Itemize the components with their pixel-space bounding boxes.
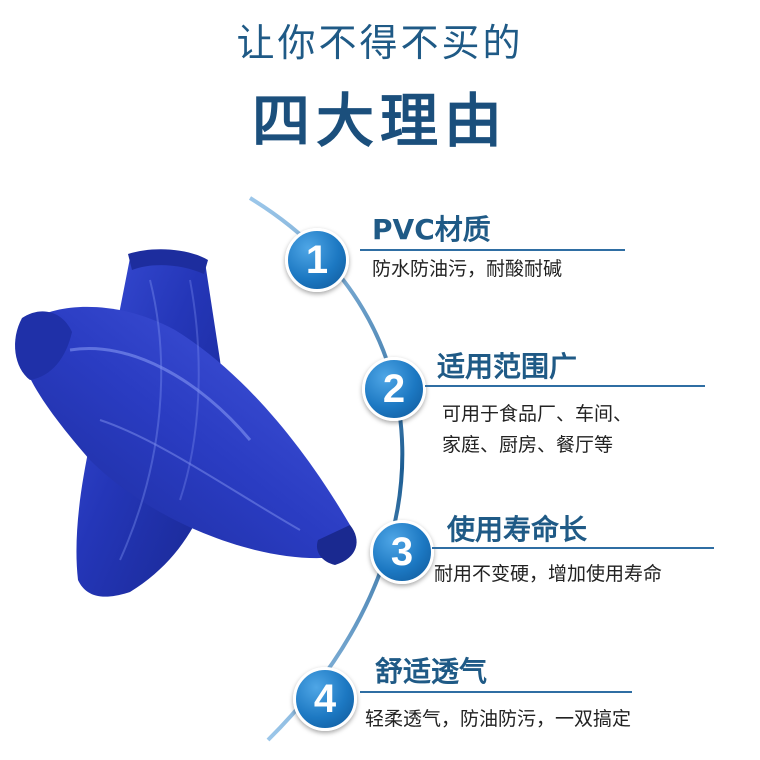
reason-2-description-line-2: 家庭、厨房、餐厅等 <box>442 434 614 456</box>
reason-3-description: 耐用不变硬，增加使用寿命 <box>434 563 663 585</box>
reason-1-title: PVC材质 <box>372 213 491 246</box>
reason-3-title: 使用寿命长 <box>447 513 588 546</box>
reason-2-description-line-1: 可用于食品厂、车间、 <box>442 403 633 425</box>
title-line-1: 让你不得不买的 <box>236 21 524 65</box>
reason-1-description: 防水防油污，耐酸耐碱 <box>372 258 563 280</box>
reason-4-number-badge: 4 <box>293 667 357 731</box>
title-line-2: 四大理由 <box>251 87 508 155</box>
reason-4-divider <box>360 691 632 693</box>
reason-3-number-badge: 3 <box>370 520 434 584</box>
reason-1-number-badge: 1 <box>285 228 349 292</box>
reason-4-title: 舒适透气 <box>375 655 488 688</box>
reason-2-title: 适用范围广 <box>437 350 578 383</box>
sleeve-product-image <box>15 249 357 597</box>
reason-2-number-badge: 2 <box>362 357 426 421</box>
reason-3-divider <box>432 547 714 549</box>
reason-2-divider <box>425 385 705 387</box>
reason-1-divider <box>360 249 625 251</box>
reason-4-description: 轻柔透气，防油防污，一双搞定 <box>365 708 632 730</box>
